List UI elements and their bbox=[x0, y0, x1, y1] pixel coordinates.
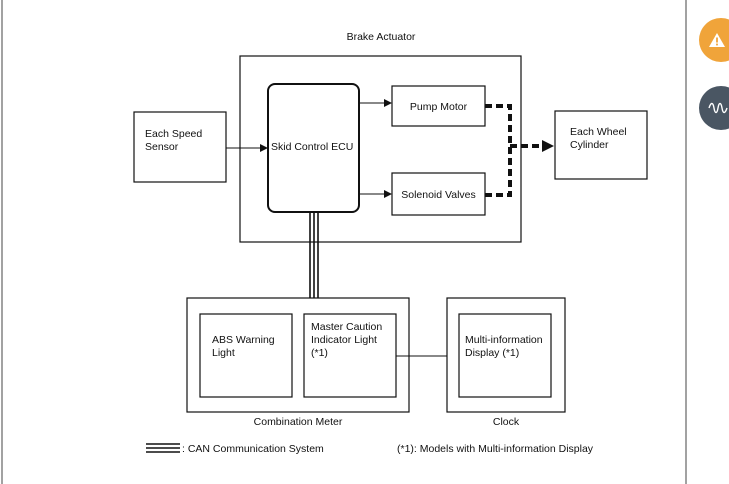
waveform-icon bbox=[708, 102, 728, 114]
multi-info-display-box bbox=[458, 313, 552, 398]
wheel-cylinder-label-line-2: Cylinder bbox=[570, 139, 609, 151]
speed-sensor-label: Each Speed Sensor bbox=[145, 128, 205, 153]
combination-meter-label: Combination Meter bbox=[254, 416, 343, 428]
can-legend-swatch bbox=[146, 443, 180, 453]
pump-motor-label: Pump Motor bbox=[410, 101, 468, 113]
abs-warning-light-label: ABS Warning Light bbox=[212, 334, 278, 359]
can-legend-label: : CAN Communication System bbox=[182, 443, 324, 455]
abs-warning-light-label-line-1: ABS Warning bbox=[212, 334, 275, 346]
master-caution-label-line-2: Indicator Light bbox=[311, 334, 377, 346]
wheel-cylinder-label-line-1: Each Wheel bbox=[570, 126, 627, 138]
warning-triangle-icon bbox=[709, 33, 725, 47]
master-caution-label-line-3: (*1) bbox=[311, 347, 328, 359]
brake-actuator-box bbox=[239, 55, 522, 243]
multi-info-display-label: Multi-information Display (*1) bbox=[465, 334, 546, 359]
master-caution-label-line-1: Master Caution bbox=[311, 321, 382, 333]
speed-sensor-box bbox=[133, 111, 227, 183]
multi-info-display-label-line-1: Multi-information bbox=[465, 334, 543, 346]
multi-info-display-label-line-2: Display (*1) bbox=[465, 347, 519, 359]
waveform-button[interactable] bbox=[699, 86, 729, 130]
hydraulic-arrowhead bbox=[542, 140, 554, 152]
solenoid-valves-label: Solenoid Valves bbox=[401, 189, 476, 201]
skid-control-ecu-label: Skid Control ECU bbox=[271, 141, 353, 153]
can-bus-line bbox=[309, 212, 319, 298]
master-caution-box bbox=[303, 313, 397, 398]
warning-button[interactable] bbox=[699, 18, 729, 62]
footnote-label: (*1): Models with Multi-information Disp… bbox=[397, 443, 594, 455]
master-caution-label: Master Caution Indicator Light (*1) bbox=[311, 321, 385, 359]
clock-label: Clock bbox=[493, 416, 520, 428]
hydraulic-line-vertical bbox=[485, 104, 512, 197]
wheel-cylinder-label: Each Wheel Cylinder bbox=[570, 126, 630, 151]
abs-warning-light-box bbox=[199, 313, 293, 398]
pump-motor-box bbox=[391, 85, 486, 127]
brake-actuator-label: Brake Actuator bbox=[347, 31, 416, 43]
speed-sensor-label-line-2: Sensor bbox=[145, 141, 179, 153]
abs-warning-light-label-line-2: Light bbox=[212, 347, 235, 359]
speed-sensor-label-line-1: Each Speed bbox=[145, 128, 202, 140]
wheel-cylinder-box bbox=[554, 110, 648, 180]
solenoid-valves-box bbox=[391, 172, 486, 216]
